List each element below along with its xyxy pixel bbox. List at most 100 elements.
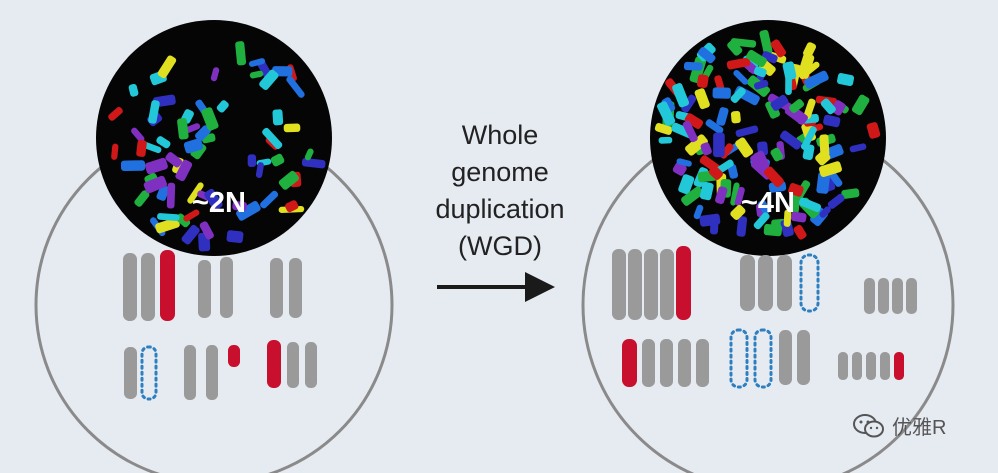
micrograph-chromosome bbox=[770, 39, 787, 58]
micrograph-chromosome bbox=[733, 69, 749, 85]
micrograph-chromosome bbox=[851, 94, 870, 116]
micrograph-chromosome bbox=[236, 201, 261, 221]
arrow-label-line-1: Whole bbox=[461, 120, 539, 150]
chromosome bbox=[906, 278, 917, 314]
micrograph-chromosome bbox=[283, 123, 301, 133]
micrograph-chromosome bbox=[831, 100, 846, 116]
chromosome bbox=[184, 345, 196, 400]
micrograph-chromosome bbox=[656, 101, 676, 126]
micrograph-chromosome bbox=[753, 66, 767, 78]
chromosome bbox=[866, 352, 876, 380]
chromosome bbox=[779, 330, 792, 385]
micrograph-chromosome bbox=[183, 209, 200, 222]
micrograph-chromosome bbox=[672, 162, 687, 176]
micrograph-chromosome bbox=[837, 73, 855, 87]
chromosome bbox=[267, 340, 281, 388]
micrograph-chromosome bbox=[157, 55, 177, 79]
chromosome bbox=[838, 352, 848, 380]
micrograph-chromosome bbox=[736, 216, 748, 237]
chromosome bbox=[287, 342, 299, 388]
micrograph-chromosome bbox=[672, 83, 690, 108]
micrograph-chromosome bbox=[232, 201, 247, 212]
micrograph-chromosome bbox=[753, 150, 770, 170]
micrograph-chromosome bbox=[144, 157, 168, 175]
micrograph-chromosome bbox=[157, 213, 180, 221]
micrograph-chromosome bbox=[187, 182, 204, 204]
chromosome bbox=[228, 345, 240, 367]
chromosome bbox=[220, 257, 233, 318]
chromosome bbox=[270, 258, 283, 318]
chromosome bbox=[642, 339, 655, 387]
micrograph-chromosome bbox=[136, 139, 147, 157]
chromosome bbox=[206, 345, 218, 400]
micrograph-chromosome bbox=[866, 122, 881, 139]
chromosome bbox=[141, 253, 155, 321]
chromosome bbox=[305, 342, 317, 388]
chromosome bbox=[123, 253, 137, 321]
right-ploidy-label: ~4N bbox=[740, 187, 795, 219]
micrograph-chromosome bbox=[304, 148, 314, 161]
micrograph-chromosome bbox=[694, 88, 710, 110]
micrograph-chromosome bbox=[681, 186, 704, 206]
micrograph-chromosome bbox=[759, 29, 773, 55]
micrograph-chromosome bbox=[765, 100, 780, 119]
micrograph-chromosome bbox=[841, 188, 860, 199]
lost-chromosome-outline bbox=[753, 328, 773, 389]
micrograph-chromosome bbox=[803, 98, 816, 120]
micrograph-chromosome bbox=[735, 125, 759, 137]
micrograph-chromosome bbox=[800, 126, 817, 151]
chromosome bbox=[622, 339, 637, 387]
wechat-icon bbox=[853, 413, 884, 437]
lost-chromosome-outline bbox=[140, 345, 158, 401]
micrograph-chromosome bbox=[730, 110, 741, 124]
chromosome bbox=[160, 250, 175, 321]
micrograph-chromosome bbox=[255, 162, 264, 178]
micrograph-chromosome bbox=[134, 190, 150, 207]
micrograph-chromosome bbox=[730, 182, 740, 206]
chromosome bbox=[289, 258, 302, 318]
micrograph-chromosome bbox=[735, 137, 754, 158]
micrograph-chromosome bbox=[770, 147, 783, 162]
micrograph-chromosome bbox=[185, 123, 201, 133]
micrograph-chromosome bbox=[248, 58, 266, 67]
chromosome bbox=[758, 255, 773, 311]
micrograph-chromosome bbox=[730, 87, 746, 103]
micrograph-chromosome bbox=[726, 57, 751, 70]
micrograph-chromosome bbox=[820, 98, 836, 115]
watermark: 优雅R bbox=[852, 411, 946, 440]
micrograph-chromosome bbox=[779, 130, 802, 150]
chromosome bbox=[660, 339, 673, 387]
chromosome bbox=[676, 246, 691, 320]
micrograph-chromosome bbox=[286, 76, 305, 98]
micrograph-chromosome bbox=[181, 224, 200, 245]
chromosome bbox=[797, 330, 810, 385]
micrograph-chromosome bbox=[693, 204, 704, 220]
micrograph-chromosome bbox=[699, 213, 721, 227]
chromosome bbox=[878, 278, 889, 314]
micrograph-chromosome bbox=[696, 74, 709, 88]
micrograph-chromosome bbox=[270, 153, 285, 167]
micrograph-chromosome bbox=[156, 136, 171, 149]
micrograph-chromosome bbox=[301, 157, 326, 169]
micrograph-chromosome bbox=[712, 87, 731, 99]
watermark-text: 优雅R bbox=[892, 417, 947, 439]
micrograph-chromosome bbox=[819, 206, 831, 218]
chromosome bbox=[198, 260, 211, 318]
left-ploidy-label: ~2N bbox=[191, 187, 246, 219]
micrograph-chromosome bbox=[235, 41, 247, 66]
lost-chromosome-outline bbox=[799, 253, 820, 313]
micrograph-chromosome bbox=[249, 70, 264, 79]
micrograph-chromosome bbox=[165, 152, 183, 168]
chromosome bbox=[644, 249, 658, 320]
right-karyotype-micrograph bbox=[650, 20, 886, 256]
micrograph-chromosome bbox=[285, 200, 299, 213]
micrograph-chromosome bbox=[128, 83, 139, 97]
micrograph-chromosome bbox=[131, 127, 145, 143]
micrograph-chromosome bbox=[788, 183, 804, 197]
micrograph-chromosome bbox=[685, 134, 708, 156]
micrograph-chromosome bbox=[699, 181, 714, 201]
micrograph-chromosome bbox=[111, 143, 119, 160]
micrograph-chromosome bbox=[120, 160, 146, 172]
micrograph-chromosome bbox=[216, 100, 229, 113]
